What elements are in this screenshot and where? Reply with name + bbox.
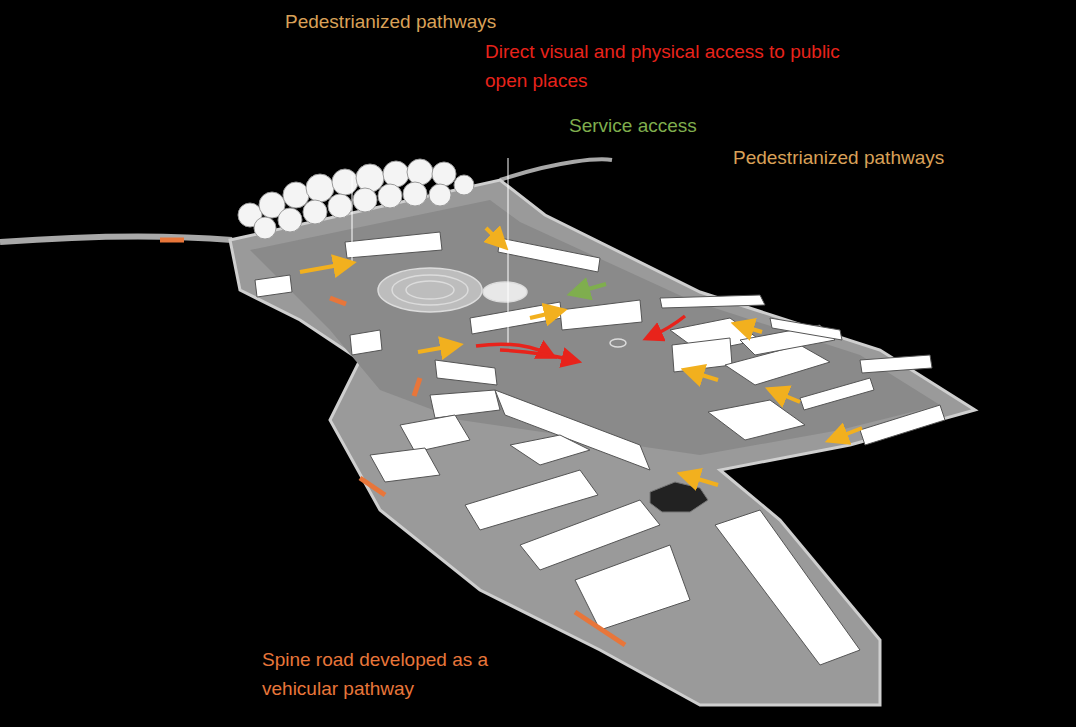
building bbox=[435, 360, 497, 385]
road-mark bbox=[575, 612, 625, 645]
building bbox=[495, 390, 650, 470]
stadium bbox=[378, 268, 626, 347]
arrow bbox=[530, 312, 556, 318]
tree-cluster bbox=[238, 159, 474, 239]
tree bbox=[403, 182, 427, 206]
building bbox=[255, 275, 292, 297]
tree bbox=[432, 162, 456, 186]
tree bbox=[332, 169, 358, 195]
pedestrian-arrows bbox=[300, 228, 862, 485]
road-mark bbox=[414, 378, 420, 396]
building bbox=[575, 545, 690, 630]
access-label: Direct visual and physical access to pub… bbox=[485, 38, 857, 95]
building bbox=[465, 470, 598, 530]
arrow bbox=[486, 228, 500, 242]
building bbox=[560, 300, 642, 330]
building bbox=[510, 435, 590, 465]
leader-lines bbox=[352, 158, 508, 345]
arrow bbox=[500, 350, 572, 360]
plaza-disc bbox=[483, 282, 527, 302]
tree bbox=[407, 159, 433, 185]
stadium-outer bbox=[378, 268, 482, 312]
arrow bbox=[688, 476, 718, 485]
building bbox=[400, 415, 470, 452]
road-mark bbox=[360, 478, 385, 495]
townhouse-row bbox=[470, 302, 562, 334]
tree bbox=[254, 217, 276, 239]
service-arrow bbox=[578, 284, 606, 292]
tree bbox=[283, 182, 309, 208]
tree bbox=[454, 175, 474, 195]
arrow bbox=[300, 264, 345, 272]
tree bbox=[356, 164, 384, 192]
arrow bbox=[692, 372, 718, 380]
arrow bbox=[652, 316, 685, 336]
building bbox=[672, 338, 732, 372]
pavilion bbox=[650, 482, 708, 512]
townhouse-row bbox=[770, 318, 842, 340]
building bbox=[860, 405, 945, 445]
north-road bbox=[500, 159, 612, 180]
fountain bbox=[610, 339, 626, 347]
pedestrian-label: Pedestrianized pathways bbox=[285, 8, 585, 37]
building bbox=[350, 330, 382, 355]
tree bbox=[278, 208, 302, 232]
leader-line bbox=[508, 158, 509, 345]
building bbox=[430, 390, 500, 418]
tree bbox=[383, 161, 409, 187]
building bbox=[708, 400, 805, 440]
arrow bbox=[836, 428, 862, 438]
tree bbox=[429, 184, 451, 206]
paved-area bbox=[250, 200, 940, 455]
tree bbox=[353, 188, 377, 212]
tree bbox=[378, 184, 402, 208]
approach-road bbox=[0, 236, 232, 242]
building bbox=[370, 448, 440, 482]
arrow bbox=[742, 326, 762, 332]
buildings bbox=[255, 232, 945, 665]
arrow bbox=[418, 346, 452, 352]
tree bbox=[306, 174, 334, 202]
arrow bbox=[776, 392, 800, 402]
road-mark bbox=[330, 298, 346, 304]
townhouse-row bbox=[800, 378, 874, 410]
stadium-ring bbox=[406, 281, 454, 299]
access-arrows bbox=[476, 316, 685, 360]
stadium-ring bbox=[392, 275, 468, 305]
townhouse-row bbox=[345, 232, 442, 258]
building bbox=[715, 510, 860, 665]
service-label: Service access bbox=[569, 112, 769, 141]
pedestrian-label: Pedestrianized pathways bbox=[733, 144, 1033, 173]
road-label: Spine road developed as a vehicular path… bbox=[262, 646, 547, 703]
townhouse-row bbox=[498, 238, 600, 272]
leader-line bbox=[352, 175, 353, 262]
tree bbox=[328, 194, 352, 218]
site-ground bbox=[230, 180, 975, 705]
townhouse-row bbox=[860, 355, 932, 373]
spine-road-marks bbox=[160, 240, 625, 645]
tree bbox=[303, 200, 327, 224]
townhouse-row bbox=[660, 295, 765, 308]
road-mark bbox=[160, 238, 184, 243]
